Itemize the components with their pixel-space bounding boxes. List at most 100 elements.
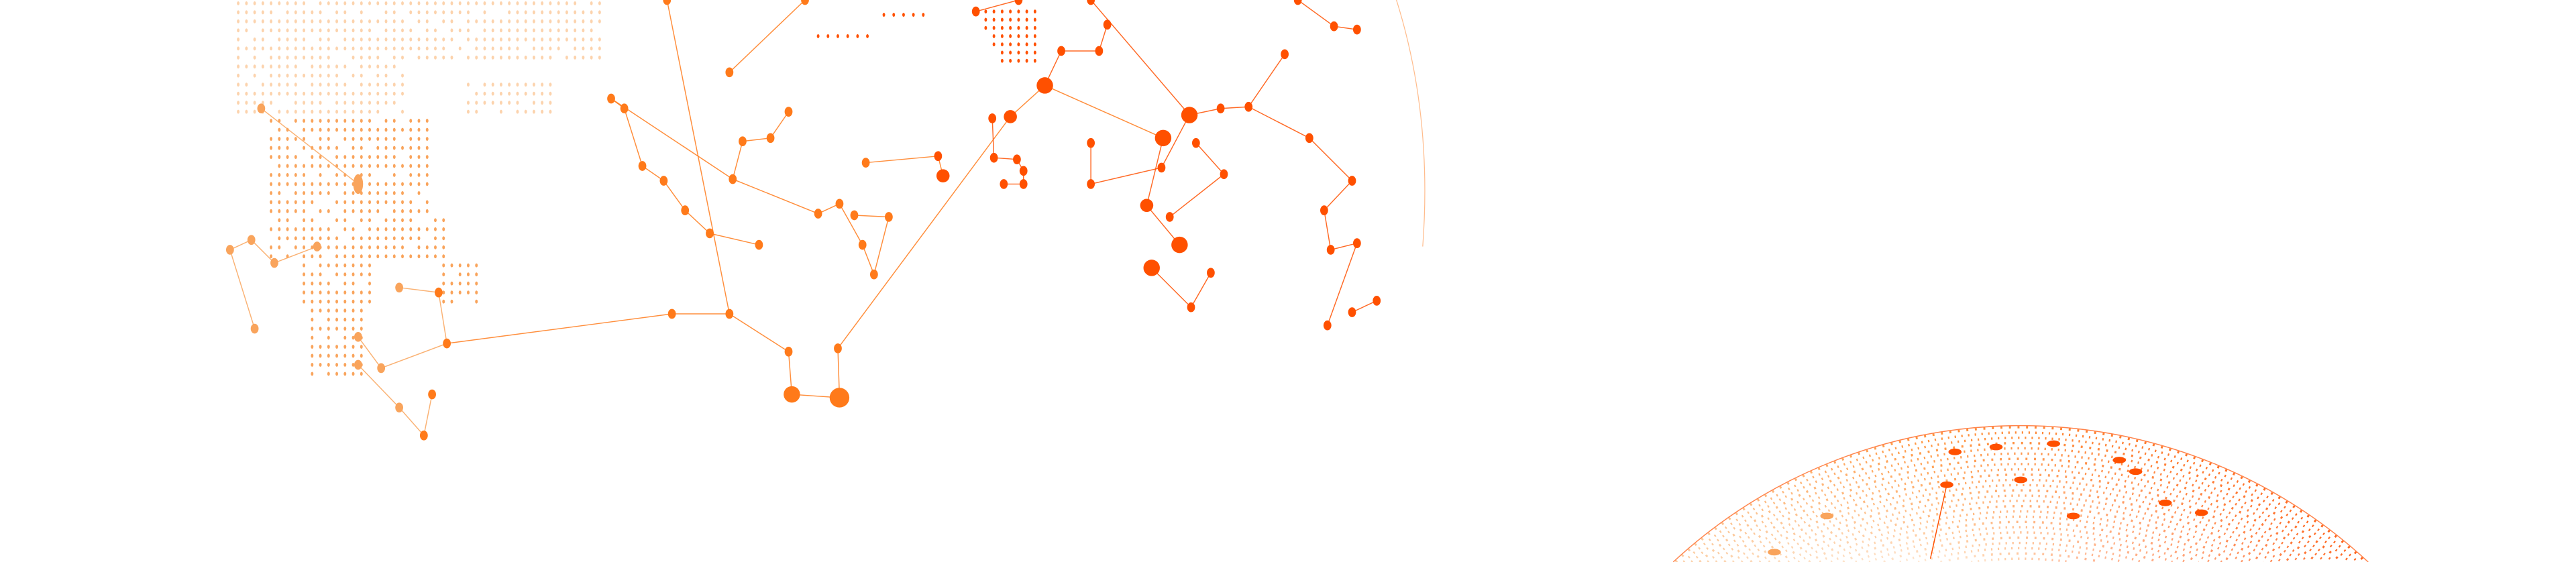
map-dot	[376, 37, 380, 42]
map-dot	[401, 46, 404, 51]
map-dot	[343, 263, 347, 268]
map-dot	[549, 109, 552, 114]
map-dot	[343, 155, 347, 159]
map-dot	[343, 218, 347, 223]
map-dot	[303, 299, 306, 304]
map-dot	[311, 363, 314, 367]
map-dot	[368, 109, 371, 114]
map-dot	[335, 272, 338, 277]
map-dot	[352, 101, 355, 105]
map-dot	[392, 190, 396, 195]
map-dot	[261, 19, 264, 23]
map-dot	[499, 19, 502, 23]
map-dot	[574, 10, 577, 15]
map-dot	[376, 82, 380, 87]
map-dot	[1017, 42, 1020, 47]
map-dot	[376, 164, 380, 168]
map-dot	[837, 34, 839, 38]
map-dot	[425, 19, 429, 23]
map-dot	[303, 37, 306, 42]
map-dot	[335, 308, 338, 313]
map-dot	[582, 55, 585, 60]
globe-latitude	[1731, 463, 2310, 562]
map-dot	[237, 101, 240, 105]
map-dot	[335, 254, 338, 259]
map-dot	[303, 19, 306, 23]
map-dot	[352, 290, 355, 295]
map-dot	[491, 37, 494, 42]
map-dot	[278, 91, 281, 96]
map-dot	[524, 28, 527, 33]
map-dot	[319, 73, 322, 78]
map-dot	[417, 146, 421, 150]
map-dot	[409, 200, 413, 205]
map-dot	[409, 218, 413, 223]
map-dot	[434, 227, 437, 231]
globe-latitude	[1797, 500, 2244, 562]
map-dot	[327, 146, 330, 150]
map-dot	[319, 146, 322, 150]
map-dot	[237, 10, 240, 15]
right-globe-edge-arc	[1396, 0, 1426, 247]
map-dot	[311, 119, 314, 123]
map-dot	[368, 190, 371, 195]
map-dot	[376, 227, 380, 231]
map-dot	[245, 28, 248, 33]
network-node	[1057, 46, 1065, 56]
network-link	[1352, 300, 1377, 313]
map-dot	[253, 109, 256, 114]
map-dot	[335, 10, 338, 15]
map-dot	[458, 290, 462, 295]
map-dot	[376, 137, 380, 141]
map-dot	[253, 64, 256, 69]
globe-latitude	[1855, 526, 2187, 562]
map-dot	[541, 1, 544, 5]
map-dot	[278, 164, 281, 168]
map-dot	[442, 254, 445, 259]
map-dot	[303, 55, 306, 60]
map-dot	[516, 10, 519, 15]
globe-latitude	[1830, 515, 2211, 562]
map-dot	[401, 164, 404, 168]
map-dot	[475, 263, 478, 268]
map-dot	[376, 236, 380, 241]
map-dot	[286, 28, 289, 33]
map-dot	[360, 64, 363, 69]
map-dot	[549, 91, 552, 96]
map-dot	[450, 1, 453, 5]
map-dot	[343, 254, 347, 259]
network-node	[250, 323, 259, 334]
map-dot	[442, 37, 445, 42]
map-dot	[270, 137, 273, 141]
map-dot	[294, 64, 297, 69]
map-dot	[278, 173, 281, 177]
map-dot	[294, 155, 297, 159]
map-dot	[335, 182, 338, 186]
map-dot	[541, 19, 544, 23]
map-dot	[524, 1, 527, 5]
map-dot	[549, 101, 552, 105]
map-dot	[335, 327, 338, 331]
map-dot	[475, 37, 478, 42]
map-dot	[491, 55, 494, 60]
network-link	[1146, 137, 1180, 245]
map-dot	[557, 37, 560, 42]
map-dot	[598, 55, 601, 60]
map-dot	[425, 28, 429, 33]
map-dot	[992, 17, 996, 22]
map-dot	[360, 127, 363, 132]
map-dot	[434, 55, 437, 60]
map-dot	[516, 91, 519, 96]
map-dot	[311, 290, 314, 295]
map-dot	[237, 91, 240, 96]
map-dot	[303, 164, 306, 168]
map-dot	[401, 19, 404, 23]
map-dot	[425, 155, 429, 159]
map-dot	[532, 101, 535, 105]
globe-latitude	[1715, 452, 2326, 562]
map-dot	[352, 236, 355, 241]
map-dot	[1033, 25, 1036, 30]
map-dot	[491, 46, 494, 51]
map-dot	[549, 37, 552, 42]
map-dot	[384, 64, 388, 69]
